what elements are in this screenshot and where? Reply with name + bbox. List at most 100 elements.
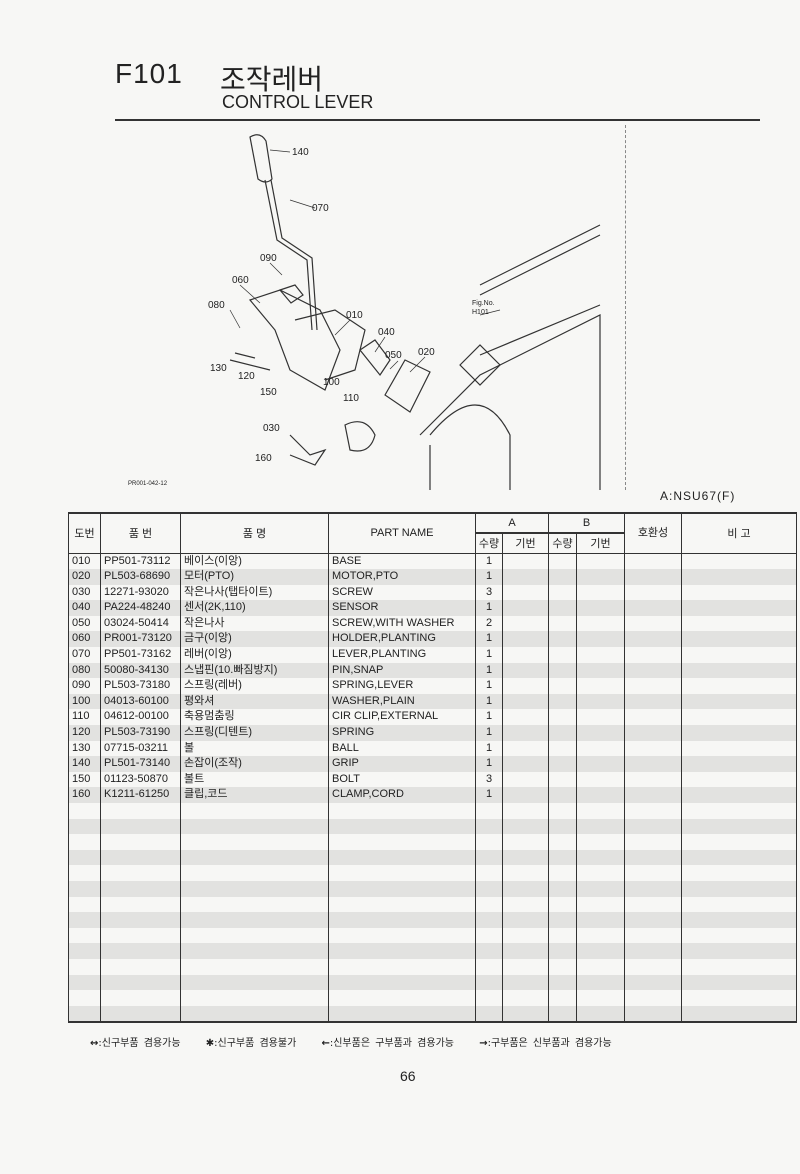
cell-name-ko	[180, 1005, 329, 1024]
cell-qty-b	[548, 896, 577, 913]
cell-compat	[624, 553, 682, 570]
cell-serial-a	[502, 912, 549, 928]
empty-row	[68, 865, 797, 881]
cell-qty-b	[548, 647, 577, 663]
cell-ref: 010	[68, 553, 101, 570]
cell-part-name: SCREW	[328, 584, 476, 601]
cell-compat	[624, 693, 682, 710]
cell-remarks	[681, 553, 797, 570]
drawing-number: PR001-042-12	[128, 481, 168, 487]
cell-remarks	[681, 678, 797, 694]
cell-compat	[624, 600, 682, 616]
cell-name-ko: 평와셔	[180, 693, 329, 710]
col-qty-b: 수량	[548, 532, 577, 554]
cell-serial-b	[576, 553, 625, 570]
cell-part-no	[100, 880, 181, 897]
cell-part-no: K1211-61250	[100, 787, 181, 803]
cell-qty-b	[548, 569, 577, 585]
cell-ref	[68, 896, 101, 913]
cell-name-ko: 볼	[180, 740, 329, 757]
cell-qty-b	[548, 849, 577, 866]
callout-130: 130	[210, 363, 227, 374]
cell-part-name: SENSOR	[328, 600, 476, 616]
cell-part-name	[328, 943, 476, 959]
cell-ref	[68, 849, 101, 866]
cell-serial-a	[502, 1005, 549, 1024]
cell-compat	[624, 631, 682, 648]
empty-row	[68, 927, 797, 944]
cell-remarks	[681, 569, 797, 585]
page-number: 66	[400, 1068, 416, 1084]
cell-part-no	[100, 958, 181, 975]
cell-part-name	[328, 880, 476, 897]
cell-qty-a: 1	[475, 693, 503, 710]
cell-ref: 090	[68, 678, 101, 694]
cell-qty-a	[475, 943, 503, 959]
empty-row	[68, 880, 797, 897]
cell-ref: 050	[68, 615, 101, 632]
cell-ref: 100	[68, 693, 101, 710]
cell-remarks	[681, 990, 797, 1006]
cell-compat	[624, 662, 682, 679]
cell-qty-a: 1	[475, 553, 503, 570]
cell-ref	[68, 990, 101, 1006]
cell-ref: 030	[68, 584, 101, 601]
cell-part-name	[328, 896, 476, 913]
cell-remarks	[681, 943, 797, 959]
callout-060: 060	[232, 275, 249, 286]
cell-serial-b	[576, 584, 625, 601]
cell-part-no	[100, 927, 181, 944]
cell-serial-a	[502, 958, 549, 975]
cell-qty-a	[475, 818, 503, 835]
cell-part-name: BASE	[328, 553, 476, 570]
legend-item: ✱:신구부품 겸용불가	[206, 1038, 297, 1049]
legend-item: ←:신부품은 구부품과 겸용가능	[321, 1038, 454, 1049]
cell-part-name: SPRING	[328, 725, 476, 741]
cell-qty-b	[548, 693, 577, 710]
cell-serial-a	[502, 803, 549, 819]
cell-serial-a	[502, 740, 549, 757]
cell-ref: 070	[68, 647, 101, 663]
empty-row	[68, 943, 797, 959]
cell-ref	[68, 803, 101, 819]
cell-qty-b	[548, 990, 577, 1006]
cell-qty-a: 3	[475, 771, 503, 788]
cell-serial-b	[576, 865, 625, 881]
cell-part-name	[328, 803, 476, 819]
cell-part-no	[100, 834, 181, 850]
cell-name-ko: 스프링(디텐트)	[180, 725, 329, 741]
cell-qty-a: 1	[475, 709, 503, 726]
cell-part-no: 07715-03211	[100, 740, 181, 757]
cell-serial-a	[502, 693, 549, 710]
cell-serial-b	[576, 818, 625, 835]
cell-part-no	[100, 803, 181, 819]
cell-serial-b	[576, 740, 625, 757]
cell-part-no	[100, 943, 181, 959]
cell-compat	[624, 569, 682, 585]
cell-remarks	[681, 974, 797, 991]
cell-ref: 130	[68, 740, 101, 757]
cell-serial-a	[502, 865, 549, 881]
cell-serial-a	[502, 834, 549, 850]
cell-name-ko: 레버(이앙)	[180, 647, 329, 663]
cell-name-ko: 작은나사(탭타이트)	[180, 584, 329, 601]
cell-compat	[624, 725, 682, 741]
cell-remarks	[681, 771, 797, 788]
cell-remarks	[681, 880, 797, 897]
cell-name-ko	[180, 865, 329, 881]
cell-serial-a	[502, 849, 549, 866]
col-part-no: 품 번	[100, 512, 181, 554]
cell-serial-b	[576, 709, 625, 726]
cell-part-name	[328, 974, 476, 991]
cell-part-no	[100, 896, 181, 913]
cell-part-no: 03024-50414	[100, 615, 181, 632]
cell-part-no: PL503-73190	[100, 725, 181, 741]
cell-serial-b	[576, 990, 625, 1006]
cell-serial-a	[502, 631, 549, 648]
cell-compat	[624, 787, 682, 803]
cell-serial-a	[502, 584, 549, 601]
cell-ref	[68, 834, 101, 850]
